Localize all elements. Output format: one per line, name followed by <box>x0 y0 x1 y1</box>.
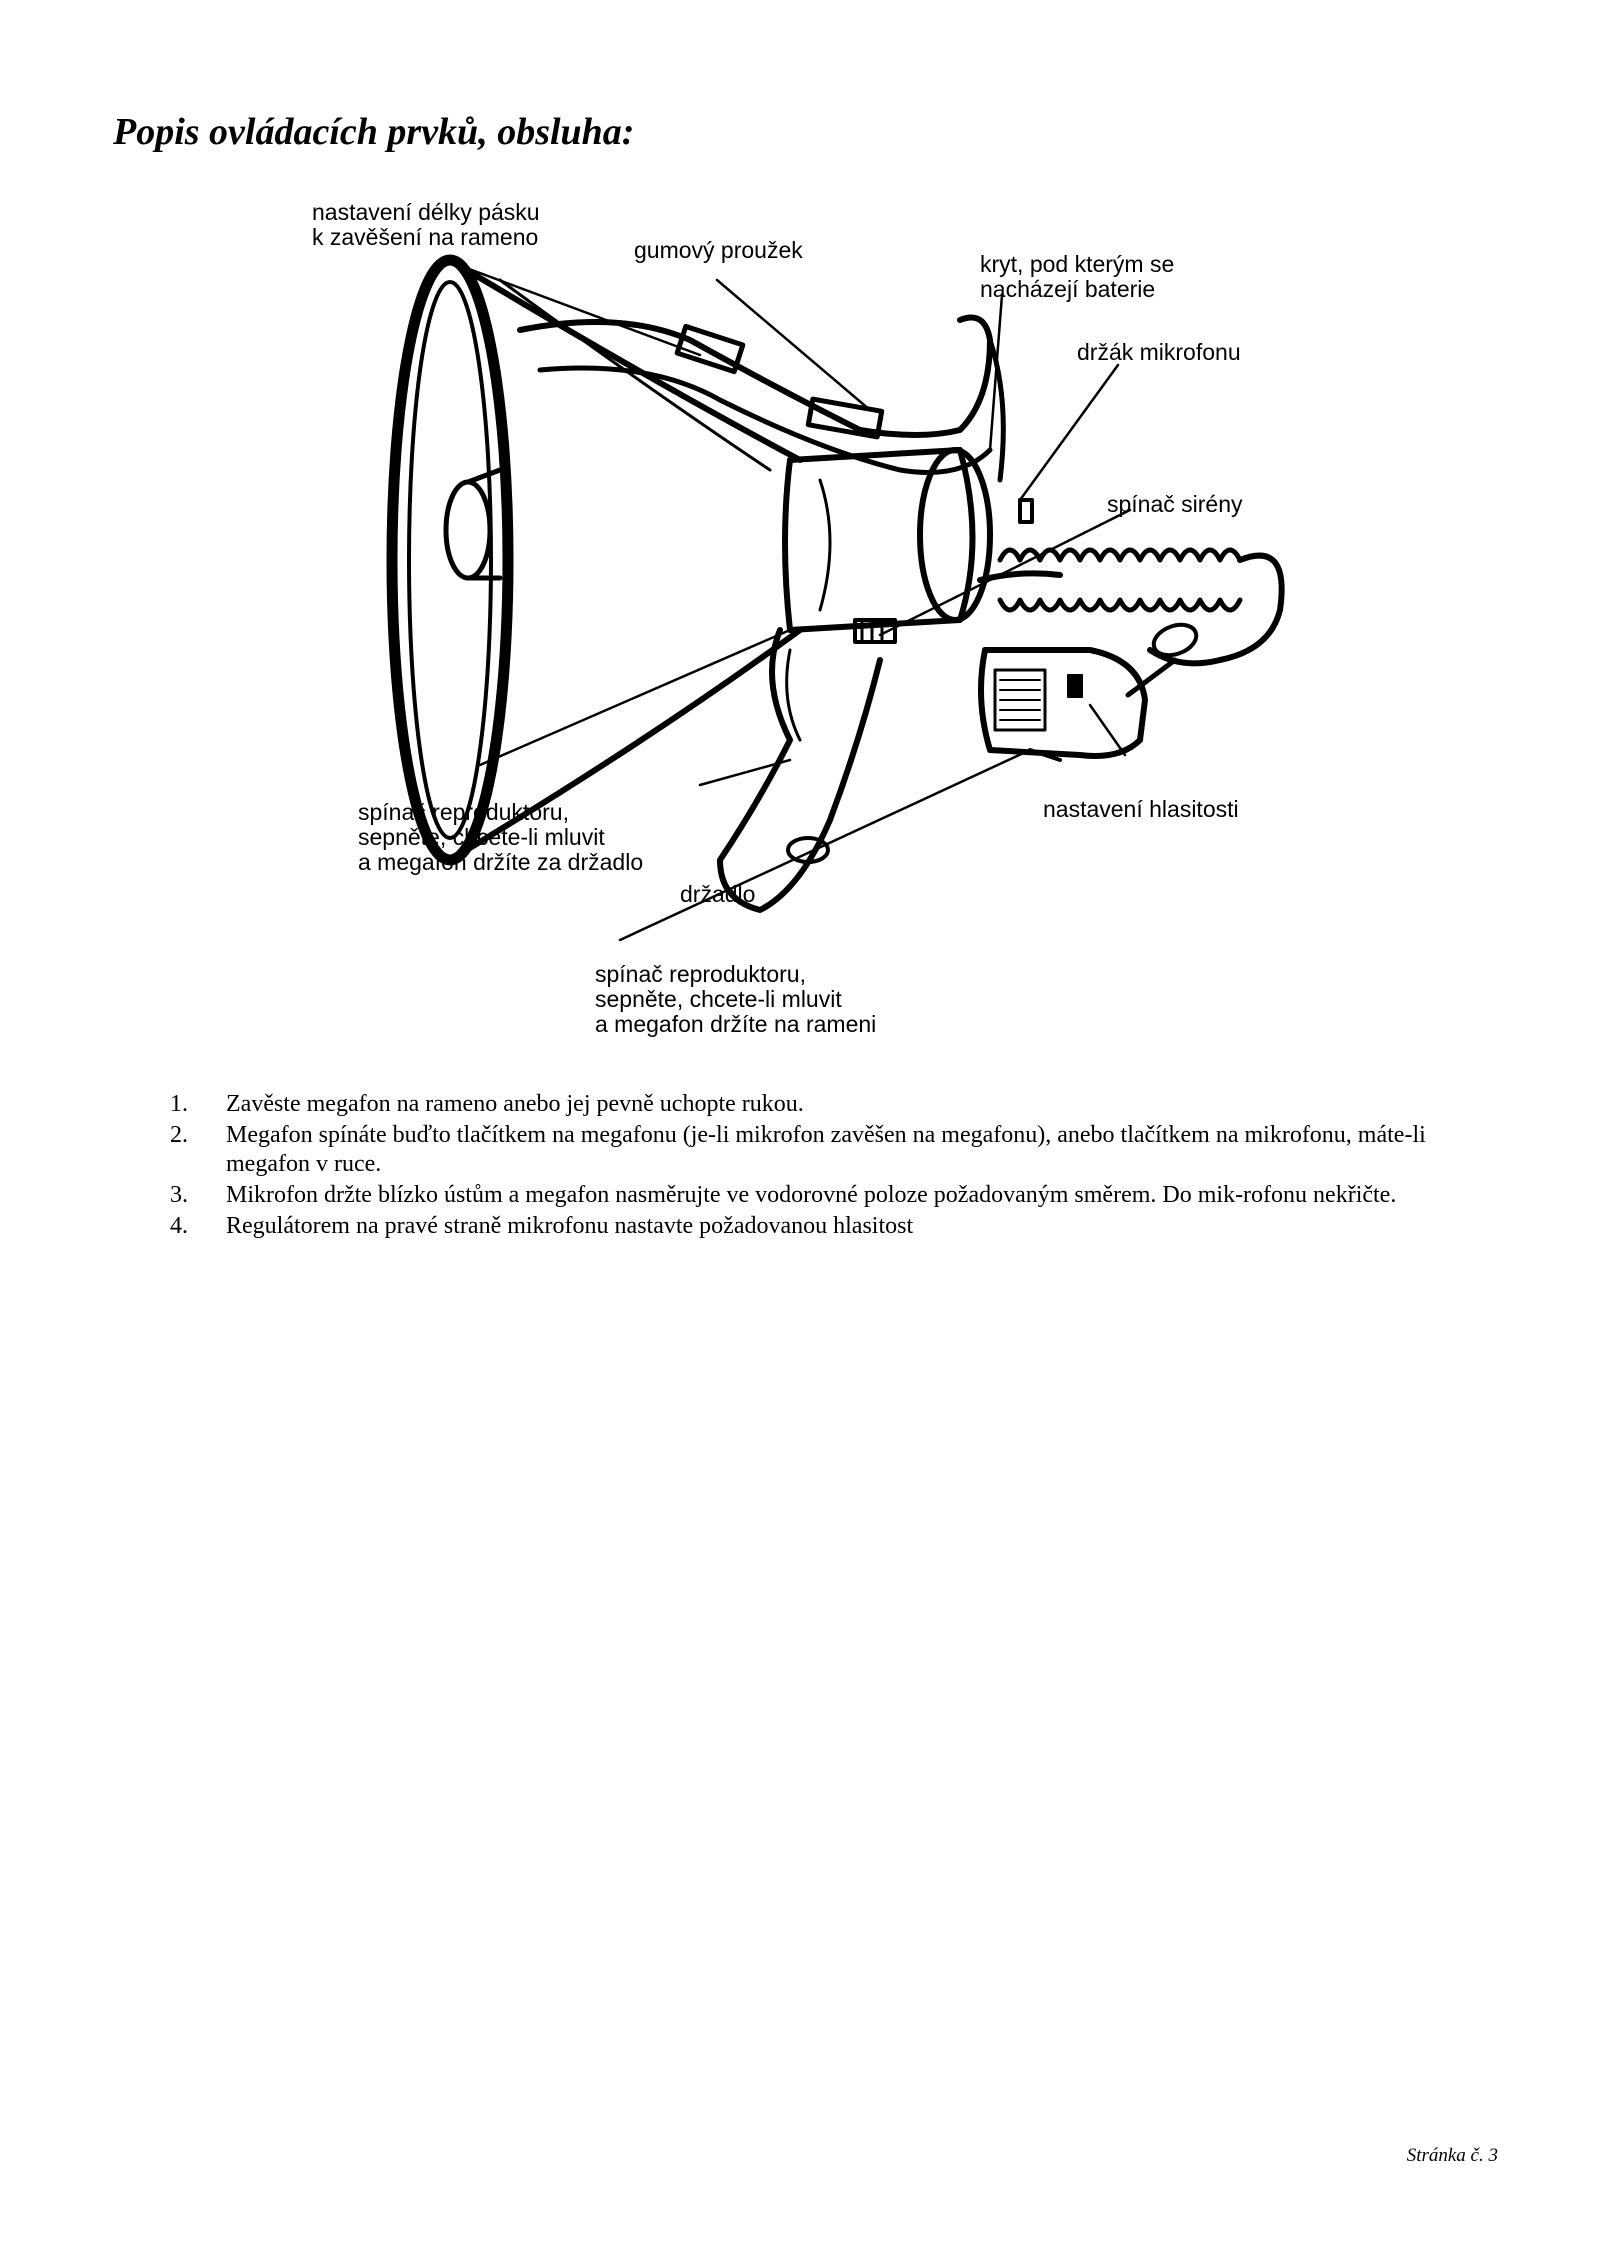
megaphone-handle <box>717 627 883 913</box>
label-speaker-switch-shoulder: spínač reproduktoru,sepněte, chcete-li m… <box>595 961 876 1037</box>
list-text: Zavěste megafon na rameno anebo jej pevn… <box>226 1091 804 1117</box>
shoulder-strap <box>517 314 1006 483</box>
label-speaker-switch-handle: spínač reproduktoru,sepněte, chcete-li m… <box>358 799 643 875</box>
label-siren-switch: spínač sirény <box>1107 491 1243 517</box>
page-title: Popis ovládacích prvků, obsluha: <box>113 111 635 153</box>
coiled-cable <box>977 547 1285 667</box>
list-text: Regulátorem na pravé straně mikrofonu na… <box>226 1213 914 1239</box>
list-number: 2. <box>170 1122 188 1148</box>
list-number: 3. <box>170 1182 188 1208</box>
megaphone-body <box>782 447 993 644</box>
list-number: 1. <box>170 1091 188 1117</box>
microphone <box>978 647 1178 762</box>
list-item: 2. Megafon spínáte buďto tlačítkem na meg… <box>170 1121 1500 1179</box>
label-mic-holder: držák mikrofonu <box>1077 339 1241 365</box>
list-number: 4. <box>170 1213 188 1239</box>
list-text: Mikrofon držte blízko ústům a megafon na… <box>226 1182 1397 1208</box>
list-item: 3. Mikrofon držte blízko ústům a megafon … <box>170 1181 1500 1210</box>
list-text: Megafon spínáte buďto tlačítkem na megaf… <box>226 1122 1426 1177</box>
page-number: Stránka č. 3 <box>1406 2145 1498 2166</box>
siren-switch-shape <box>1018 498 1034 524</box>
list-item: 1. Zavěste megafon na rameno anebo jej pe… <box>170 1090 1500 1119</box>
instruction-list: 1. Zavěste megafon na rameno anebo jej pe… <box>170 1090 1500 1243</box>
label-volume: nastavení hlasitosti <box>1043 796 1239 822</box>
list-item: 4. Regulátorem na pravé straně mikrofonu … <box>170 1212 1500 1241</box>
label-rubber-band: gumový proužek <box>634 237 803 263</box>
label-handle: držadlo <box>680 881 755 907</box>
leader-lines <box>443 258 1132 942</box>
